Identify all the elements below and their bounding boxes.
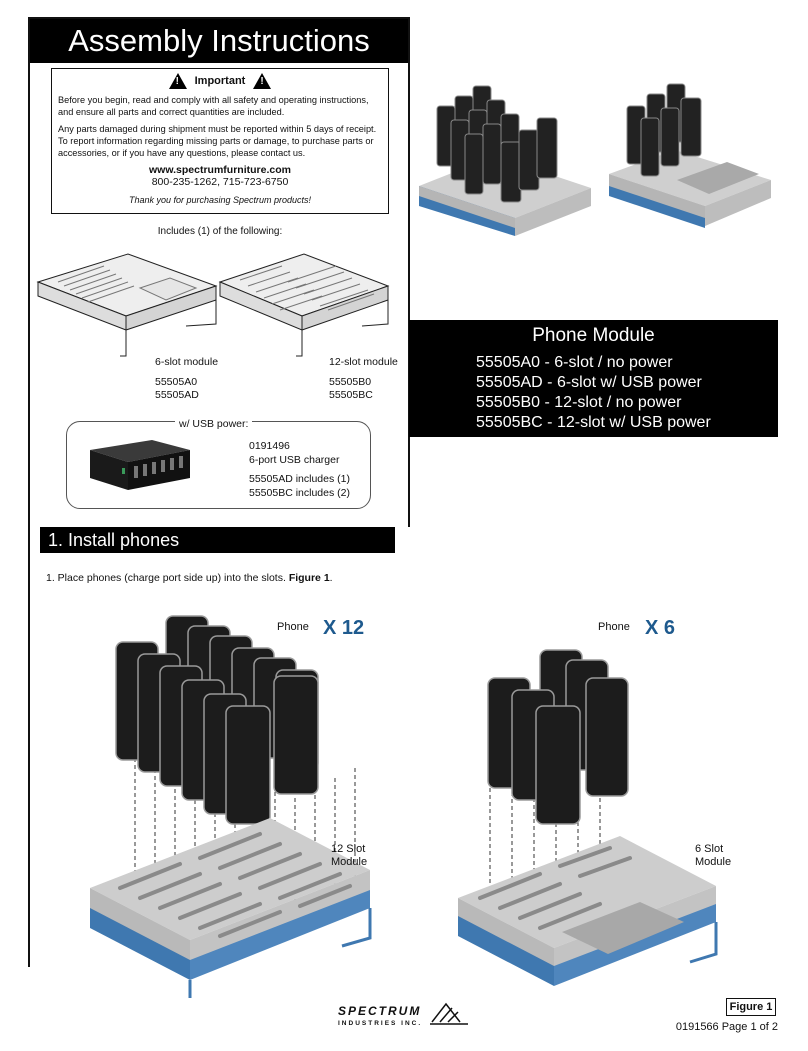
- step-1: 1. Place phones (charge port side up) in…: [46, 572, 333, 584]
- twelve-slot-figure: [90, 615, 372, 998]
- usb-includes-2: 55505BC includes (2): [249, 487, 350, 499]
- important-notice: ! Important ! Before you begin, read and…: [51, 68, 389, 214]
- usb-power-title: w/ USB power:: [175, 418, 253, 430]
- twelve-slot-render: [419, 85, 591, 236]
- six-slot-sku-1: 55505A0: [155, 376, 198, 388]
- twelve-slot-sku-2: 55505BC: [329, 389, 373, 401]
- twelve-slot-sku-1: 55505B0: [329, 376, 372, 388]
- figure-1-illustration: [90, 615, 718, 998]
- product-render: [419, 83, 771, 236]
- phone-label-right: Phone: [598, 621, 630, 633]
- logo-mark: [430, 1002, 468, 1025]
- module-left-label-2: Module: [331, 856, 368, 868]
- qty-right: X 6: [645, 617, 676, 639]
- twelve-slot-module-drawing: [218, 253, 390, 357]
- six-slot-label: 6-slot module: [155, 356, 219, 368]
- frame-left: [28, 17, 30, 967]
- website-link[interactable]: www.spectrumfurniture.com: [149, 164, 291, 176]
- figure-label: Figure 1: [726, 998, 776, 1016]
- module-left-label-1: 12 Slot: [331, 843, 366, 855]
- thanks-note: Thank you for purchasing Spectrum produc…: [128, 195, 312, 205]
- usb-includes-1: 55505AD includes (1): [249, 473, 350, 485]
- warning-icon: !: [168, 73, 187, 89]
- phone-module-title: Phone Module: [532, 325, 655, 346]
- phone-module-legend: Phone Module 55505A0 - 6-slot / no power…: [409, 320, 778, 437]
- section-install-phones: 1. Install phones: [40, 527, 395, 553]
- six-slot-module-drawing: [36, 253, 218, 357]
- important-heading-row: ! Important !: [58, 73, 382, 89]
- qty-left: X 12: [323, 617, 365, 639]
- frame-right: [408, 17, 410, 527]
- warning-icon: !: [253, 73, 272, 89]
- step-1-figure-ref: Figure 1: [288, 572, 330, 584]
- important-para-2: Any parts damaged during shipment must b…: [58, 124, 377, 158]
- step-1-text: 1. Place phones (charge port side up) in…: [46, 572, 289, 584]
- logo-spectrum: SPECTRUM: [338, 1004, 422, 1018]
- six-slot-render: [609, 83, 771, 228]
- important-para-1: Before you begin, read and comply with a…: [58, 95, 369, 117]
- logo-subtitle: INDUSTRIES INC.: [338, 1020, 423, 1027]
- phone-module-item: 55505BC - 12-slot w/ USB power: [476, 414, 711, 431]
- usb-part-number: 0191496: [249, 440, 290, 452]
- page-title: Assembly Instructions: [30, 19, 408, 63]
- six-slot-sku-2: 55505AD: [155, 389, 199, 401]
- phone-numbers: 800-235-1262, 715-723-6750: [151, 176, 289, 188]
- important-heading: Important: [194, 75, 246, 87]
- phone-label-left: Phone: [277, 621, 309, 633]
- page-footer: 0191566 Page 1 of 2: [675, 1021, 778, 1033]
- module-right-label-2: Module: [695, 856, 732, 868]
- step-1-suffix: .: [329, 572, 333, 584]
- module-illustrations: [36, 253, 390, 357]
- phone-module-item: 55505B0 - 12-slot / no power: [476, 394, 682, 411]
- usb-description: 6-port USB charger: [249, 454, 340, 466]
- module-right-label-1: 6 Slot: [695, 843, 724, 855]
- six-slot-figure: [458, 649, 718, 986]
- phone-module-item: 55505AD - 6-slot w/ USB power: [476, 374, 702, 391]
- twelve-slot-label: 12-slot module: [329, 356, 398, 368]
- frame-top: [28, 17, 410, 19]
- phone-module-item: 55505A0 - 6-slot / no power: [476, 354, 673, 371]
- usb-charger-icon: [90, 440, 190, 490]
- includes-label: Includes (1) of the following:: [157, 226, 283, 237]
